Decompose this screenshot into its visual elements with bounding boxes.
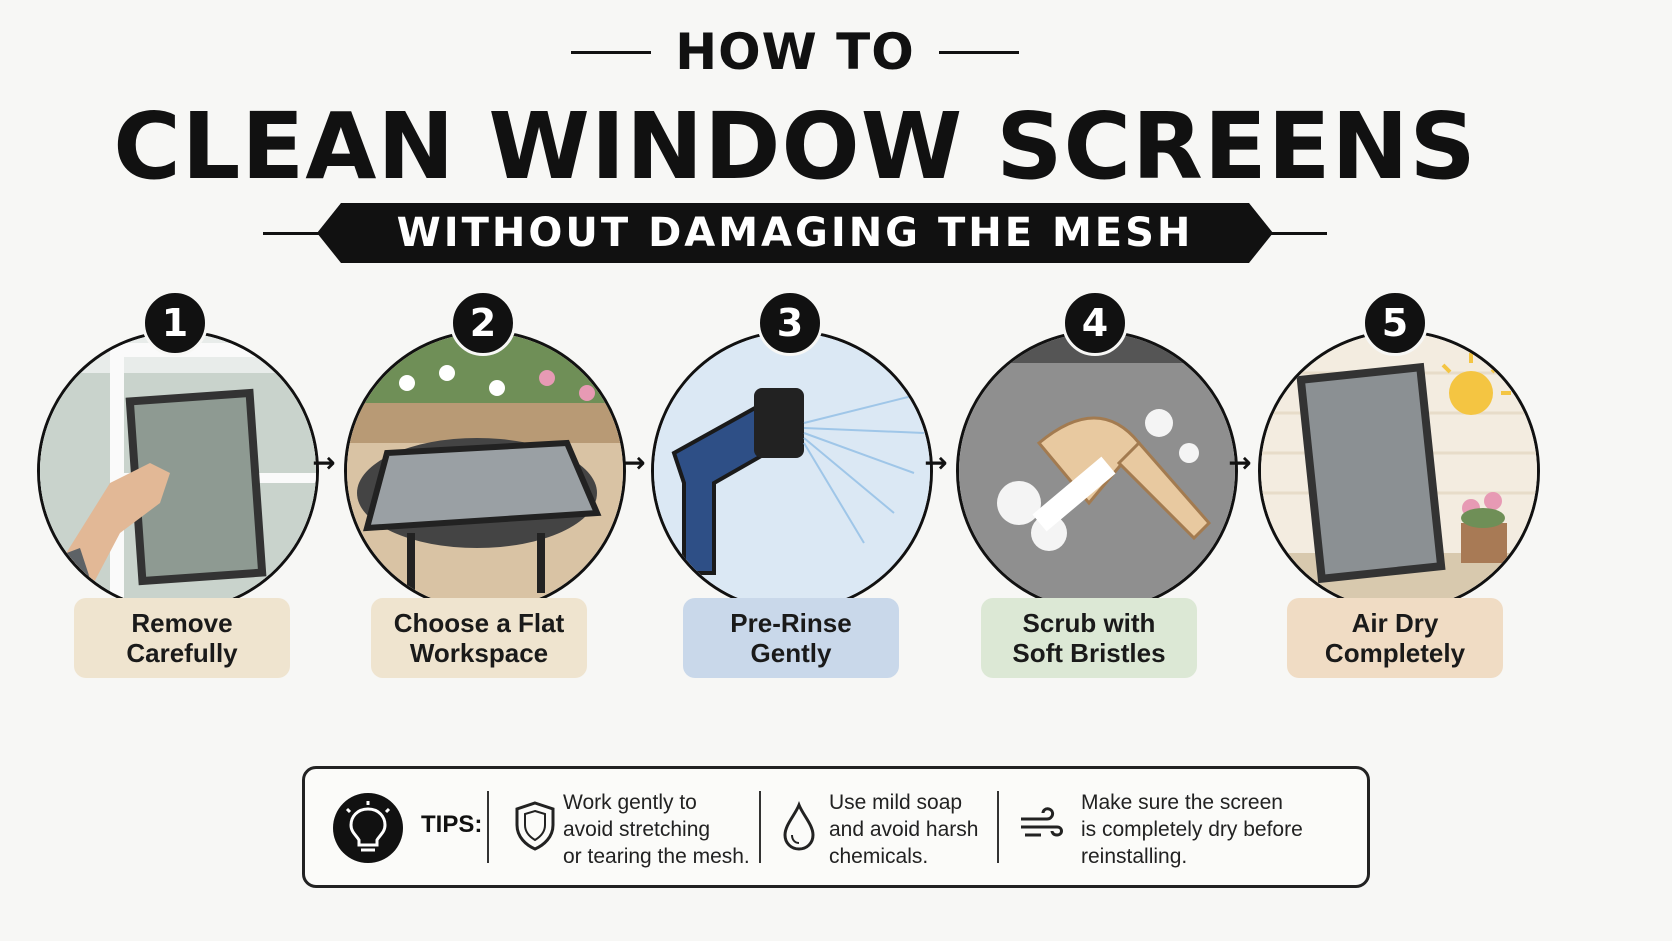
arrow-4-5: → [1228, 446, 1252, 479]
brush-scrub-icon [959, 333, 1235, 609]
tip-text-2: Use mild soap and avoid harsh chemicals. [829, 791, 979, 868]
step-1-illustration [37, 330, 319, 612]
step-1-label-text: Remove Carefully [126, 608, 238, 668]
arrow-3-4: → [924, 446, 948, 479]
arrow-1-2: → [312, 446, 336, 479]
subtitle-rule-right [1267, 231, 1328, 235]
step-3-number: 3 [757, 290, 823, 356]
lightbulb-icon [333, 793, 403, 863]
step-3-label-text: Pre-Rinse Gently [730, 608, 852, 668]
step-2-illustration [344, 330, 626, 612]
shield-icon [511, 799, 559, 853]
kicker-rule-left [571, 50, 652, 54]
step-1-label: Remove Carefully [74, 598, 290, 678]
subtitle-row: WITHOUT DAMAGING THE MESH [0, 203, 1590, 263]
arrow-2-3: → [622, 446, 646, 479]
step-3-label: Pre-Rinse Gently [683, 598, 899, 678]
water-drop-icon [775, 799, 823, 853]
tips-panel: TIPS: Work gently to avoid stretching or… [302, 766, 1370, 888]
step-4-label-text: Scrub with Soft Bristles [1012, 608, 1166, 668]
patio-table-icon [347, 333, 623, 609]
step-1-number: 1 [142, 290, 208, 356]
step-2-label: Choose a Flat Workspace [371, 598, 587, 678]
kicker-row: HOW TO [0, 22, 1590, 82]
tips-divider-2 [759, 791, 761, 863]
subtitle-ribbon: WITHOUT DAMAGING THE MESH [316, 203, 1274, 263]
step-5-label: Air Dry Completely [1287, 598, 1503, 678]
kicker-rule-right [938, 50, 1019, 54]
step-5-illustration [1258, 330, 1540, 612]
subtitle-rule-left [262, 231, 323, 235]
page-title: CLEAN WINDOW SCREENS [113, 93, 1477, 200]
wind-icon [1017, 799, 1065, 853]
step-4-illustration [956, 330, 1238, 612]
hose-spray-icon [654, 333, 930, 609]
step-4-label: Scrub with Soft Bristles [981, 598, 1197, 678]
step-2-label-text: Choose a Flat Workspace [393, 608, 565, 668]
sun-drying-icon [1261, 333, 1537, 609]
window-removal-icon [40, 333, 316, 609]
step-3-illustration [651, 330, 933, 612]
tips-divider-3 [997, 791, 999, 863]
step-2-number: 2 [450, 290, 516, 356]
tip-text-1: Work gently to avoid stretching or teari… [563, 791, 750, 868]
step-5-label-text: Air Dry Completely [1324, 608, 1466, 668]
tip-text-3: Make sure the screen is completely dry b… [1081, 791, 1303, 868]
step-5-number: 5 [1362, 290, 1428, 356]
tips-label: TIPS: [421, 811, 483, 838]
tips-divider-1 [487, 791, 489, 863]
step-4-number: 4 [1062, 290, 1128, 356]
kicker-text: HOW TO [675, 23, 915, 81]
